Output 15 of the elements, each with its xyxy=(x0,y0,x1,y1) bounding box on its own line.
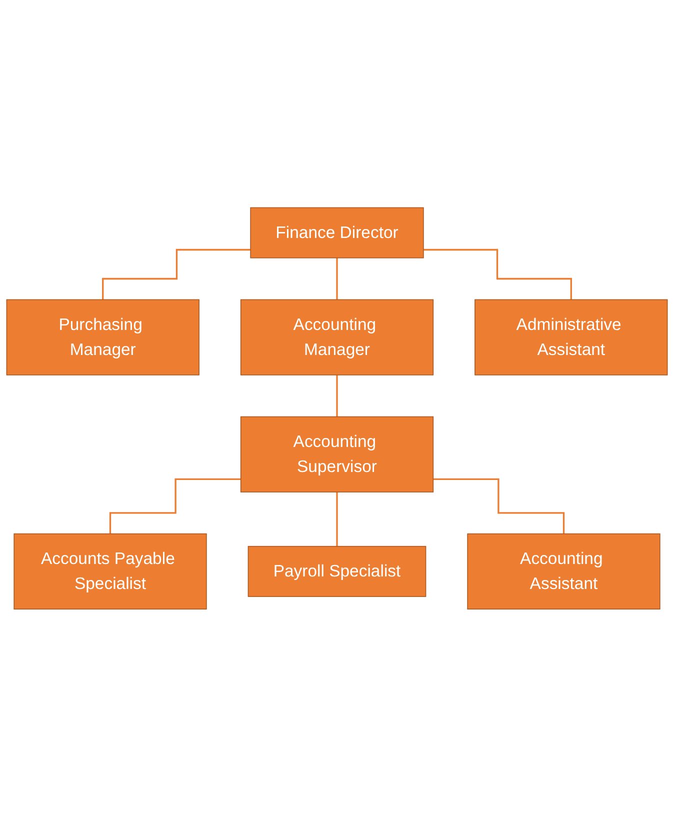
node-box: Accounting Assistant xyxy=(467,534,660,610)
node-box: Accounting Supervisor xyxy=(240,416,434,493)
node-box: Payroll Specialist xyxy=(248,546,426,598)
node-box: Purchasing Manager xyxy=(6,299,200,376)
connector xyxy=(102,249,251,301)
node-box: Accounts Payable Specialist xyxy=(14,534,207,610)
connector xyxy=(336,491,338,548)
connector xyxy=(109,478,241,535)
connector xyxy=(336,374,338,418)
node-box: Finance Director xyxy=(250,207,424,258)
connector xyxy=(433,478,565,535)
connector xyxy=(423,249,572,301)
node-box: Administrative Assistant xyxy=(474,299,668,376)
connector xyxy=(336,257,338,301)
node-box: Accounting Manager xyxy=(240,299,434,376)
